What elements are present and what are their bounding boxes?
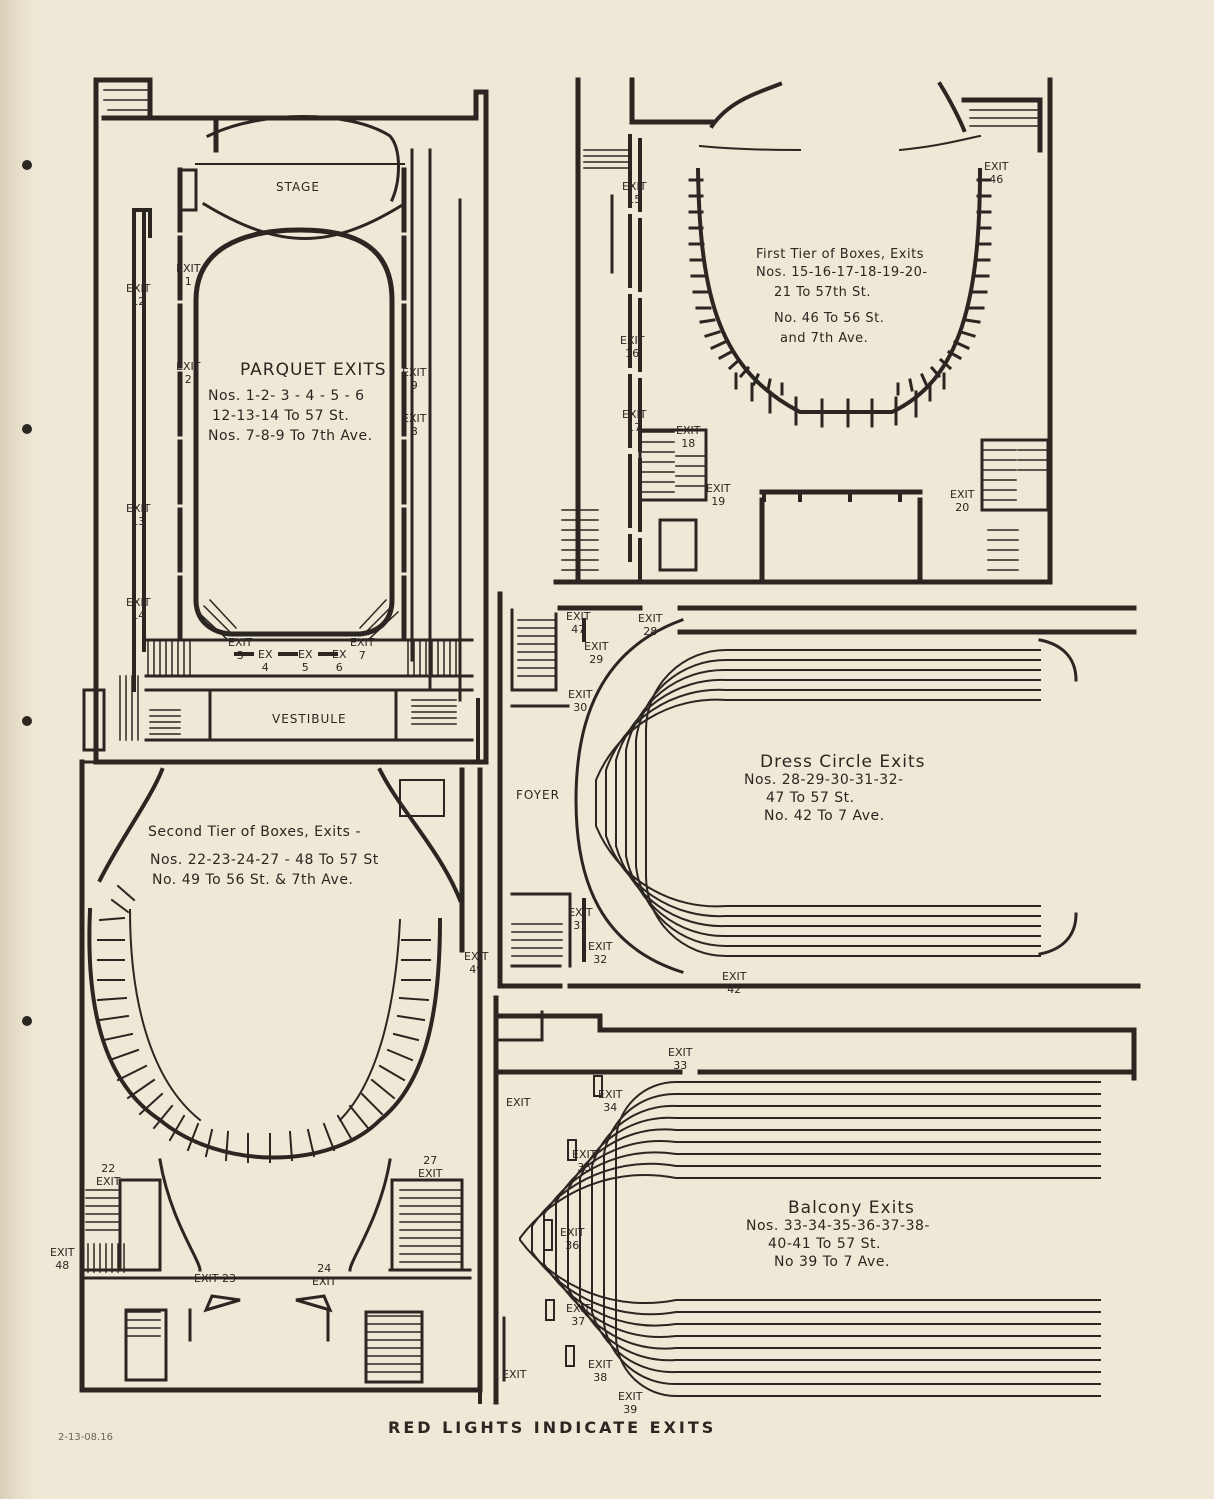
exit-balcony-upper: EXIT bbox=[506, 1096, 531, 1109]
seating-row bbox=[605, 688, 1041, 918]
first-tier-line-2: 21 To 57th St. bbox=[774, 285, 871, 300]
dress-circle-title: Dress Circle Exits bbox=[760, 752, 926, 772]
footer-caption: RED LIGHTS INDICATE EXITS bbox=[388, 1418, 717, 1437]
vestibule-label: VESTIBULE bbox=[272, 712, 347, 726]
first-tier-line-3: No. 46 To 56 St. bbox=[774, 311, 885, 326]
binding-stitch-2 bbox=[22, 424, 32, 434]
dress-circle-line-3: No. 42 To 7 Ave. bbox=[764, 808, 885, 824]
seating-row bbox=[519, 1173, 1101, 1305]
balcony-line-3: No 39 To 7 Ave. bbox=[774, 1254, 890, 1270]
parquet-line-2: 12-13-14 To 57 St. bbox=[212, 408, 350, 424]
seating-row bbox=[603, 1092, 1101, 1386]
second-tier-plan bbox=[79, 759, 483, 1393]
stage-label: STAGE bbox=[276, 180, 320, 194]
first-tier-line-4: and 7th Ave. bbox=[780, 331, 869, 346]
seating-row bbox=[555, 1140, 1101, 1338]
binding-stitch-1 bbox=[22, 160, 32, 170]
second-tier-title: Second Tier of Boxes, Exits - bbox=[148, 824, 361, 840]
page-binding-edge bbox=[0, 0, 36, 1499]
dress-circle-line-2: 47 To 57 St. bbox=[766, 790, 855, 806]
foyer-label: FOYER bbox=[516, 788, 560, 802]
binding-stitch-3 bbox=[22, 716, 32, 726]
parquet-line-1: Nos. 1-2- 3 - 4 - 5 - 6 bbox=[208, 388, 365, 404]
second-tier-line-2: No. 49 To 56 St. & 7th Ave. bbox=[152, 872, 354, 888]
first-tier-plan bbox=[553, 77, 1053, 585]
seating-row bbox=[615, 678, 1041, 928]
second-tier-line-1: Nos. 22-23-24-27 - 48 To 57 St bbox=[150, 852, 379, 868]
dress-circle-line-1: Nos. 28-29-30-31-32- bbox=[744, 772, 904, 788]
seating-row bbox=[645, 649, 1041, 957]
balcony-line-2: 40-41 To 57 St. bbox=[768, 1236, 881, 1252]
dress-circle-plan bbox=[497, 591, 1141, 989]
seating-row bbox=[595, 698, 1041, 908]
parquet-title: PARQUET EXITS bbox=[240, 360, 387, 380]
seating-row bbox=[531, 1162, 1101, 1316]
archive-note: 2-13-08.16 bbox=[58, 1432, 113, 1443]
balcony-plan bbox=[493, 995, 1137, 1405]
binding-stitch-4 bbox=[22, 1016, 32, 1026]
balcony-title: Balcony Exits bbox=[788, 1198, 915, 1218]
seating-row bbox=[615, 1081, 1101, 1397]
first-tier-title: First Tier of Boxes, Exits bbox=[756, 247, 924, 262]
parquet-line-3: Nos. 7-8-9 To 7th Ave. bbox=[208, 428, 373, 444]
seating-row bbox=[591, 1104, 1101, 1374]
exit-23: EXIT 23 bbox=[194, 1272, 236, 1285]
first-tier-line-1: Nos. 15-16-17-18-19-20- bbox=[756, 265, 928, 280]
seating-row bbox=[625, 668, 1041, 938]
exit-balcony-lower: EXIT bbox=[502, 1368, 527, 1381]
seating-row bbox=[635, 658, 1041, 948]
parquet-plan bbox=[80, 77, 489, 765]
balcony-line-1: Nos. 33-34-35-36-37-38- bbox=[746, 1218, 930, 1234]
seating-row bbox=[579, 1116, 1101, 1362]
seating-row bbox=[567, 1128, 1101, 1350]
